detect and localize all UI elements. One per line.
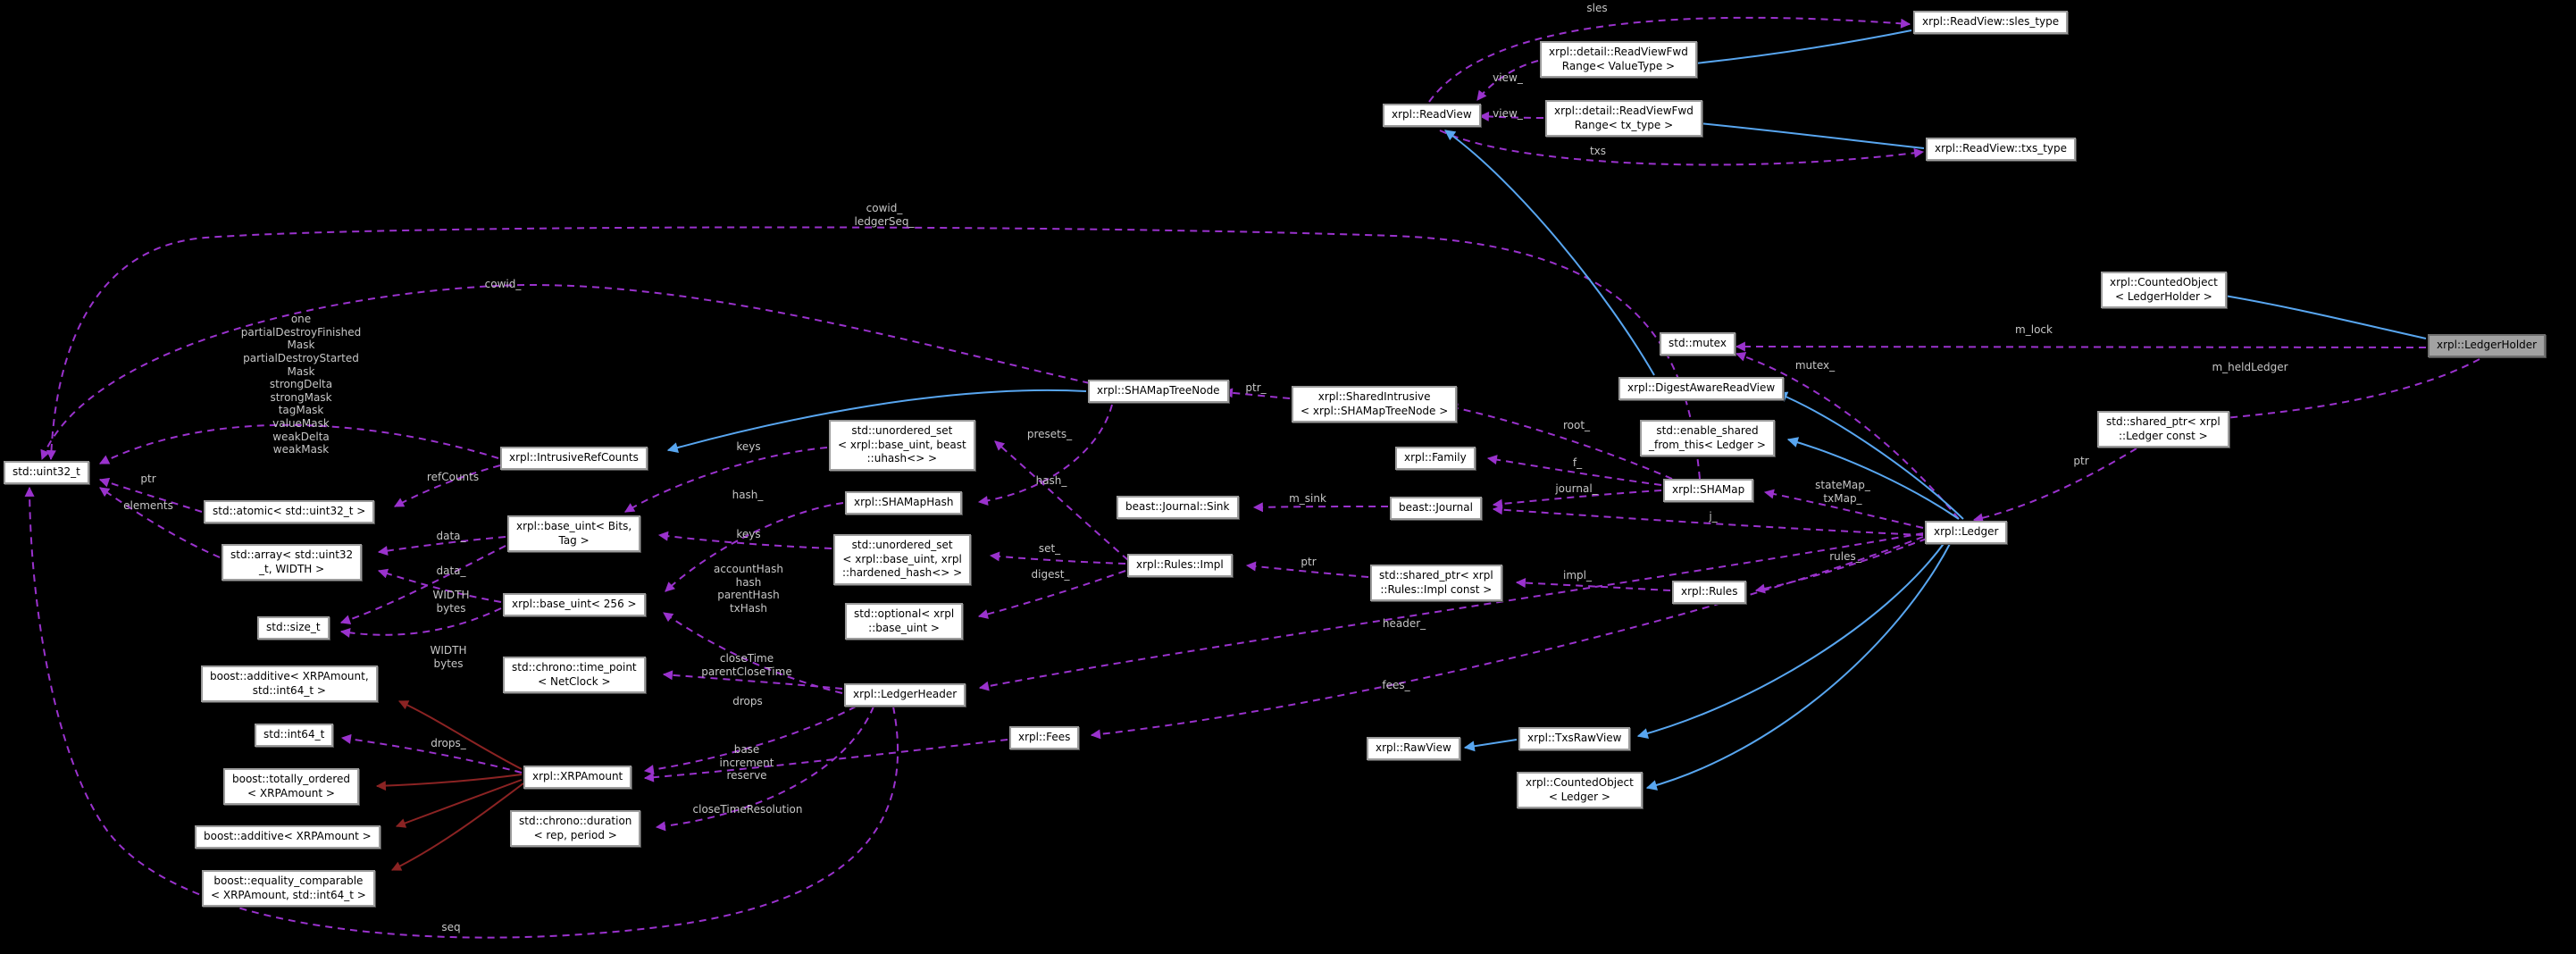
node-std-atomic-uint32[interactable]: std::atomic< std::uint32_t > [204, 500, 375, 523]
edge-label-hash-baseuint: hash_ [732, 489, 764, 501]
node-boost-additive-xrpamount-int64[interactable]: boost::additive< XRPAmount, std::int64_t… [201, 665, 378, 703]
edge-label-j: j_ [1709, 510, 1718, 523]
edge-label-width-bytes-2: WIDTH bytes [430, 644, 467, 670]
node-std-chrono-time-point-netclock[interactable]: std::chrono::time_point < NetClock > [503, 657, 646, 694]
node-std-uint32-t[interactable]: std::uint32_t [4, 461, 89, 484]
node-xrpl-countedobject-ledgerholder[interactable]: xrpl::CountedObject < LedgerHolder > [2101, 272, 2227, 309]
edge-label-sles: sles [1586, 2, 1608, 14]
edge-label-view-tx: view_ [1493, 107, 1523, 120]
edge-label-hash-shamaphash: hash_ [1035, 474, 1067, 487]
edge-label-impl: impl_ [1563, 569, 1592, 582]
edge-label-data-2: data_ [436, 565, 466, 577]
edge-label-statemap-txmap: stateMap_ txMap_ [1815, 479, 1870, 505]
node-xrpl-base-uint-256[interactable]: xrpl::base_uint< 256 > [503, 593, 646, 616]
edge-label-width-bytes-1: WIDTH bytes [432, 589, 470, 615]
node-beast-journal[interactable]: beast::Journal [1390, 497, 1482, 520]
node-xrpl-rules[interactable]: xrpl::Rules [1672, 581, 1747, 604]
node-xrpl-ledger[interactable]: xrpl::Ledger [1925, 521, 2008, 544]
edge-label-refcounts: refCounts [426, 471, 480, 483]
node-xrpl-readview-txs-type[interactable]: xrpl::ReadView::txs_type [1926, 138, 2076, 161]
node-xrpl-ledgerheader[interactable]: xrpl::LedgerHeader [844, 683, 966, 707]
edge-label-data-1: data_ [436, 530, 466, 542]
node-xrpl-txsrawview[interactable]: xrpl::TxsRawView [1518, 727, 1631, 750]
edge-label-ptr-uint32: ptr [140, 473, 156, 485]
node-xrpl-digestawarereadview[interactable]: xrpl::DigestAwareReadView [1618, 377, 1785, 400]
node-std-shared-ptr-ledger-const[interactable]: std::shared_ptr< xrpl ::Ledger const > [2097, 411, 2229, 448]
node-std-int64-t[interactable]: std::int64_t [255, 724, 334, 747]
edge-label-base-increment-reserve: base increment reserve [719, 743, 774, 782]
edge-label-masks: one partialDestroyFinished Mask partialD… [240, 313, 362, 456]
node-xrpl-shamaptreenode[interactable]: xrpl::SHAMapTreeNode [1088, 380, 1229, 403]
edge-label-drops-underscore: drops_ [431, 737, 466, 749]
edge-label-cowid: cowid_ [484, 278, 522, 290]
node-xrpl-xrpamount[interactable]: xrpl::XRPAmount [523, 766, 632, 789]
edge-label-keys-hardened: keys [736, 528, 761, 540]
node-xrpl-detail-readviewfwdrange-tx-type[interactable]: xrpl::detail::ReadViewFwd Range< tx_type… [1545, 100, 1702, 138]
edge-label-m-sink: m_sink [1289, 492, 1326, 505]
node-xrpl-rules-impl[interactable]: xrpl::Rules::Impl [1127, 554, 1233, 577]
node-xrpl-base-uint-bits-tag[interactable]: xrpl::base_uint< Bits, Tag > [507, 515, 641, 553]
edge-label-root: root_ [1562, 419, 1591, 431]
node-std-enable-shared-from-this-ledger[interactable]: std::enable_shared _from_this< Ledger > [1640, 420, 1775, 457]
edge-label-m-heldledger: m_heldLedger [2212, 361, 2288, 373]
edge-label-ptr-treenode: ptr_ [1245, 381, 1267, 394]
node-xrpl-readview[interactable]: xrpl::ReadView [1383, 104, 1481, 127]
node-xrpl-detail-readviewfwdrange-valuetype[interactable]: xrpl::detail::ReadViewFwd Range< ValueTy… [1540, 41, 1697, 79]
edge-label-ptr-ledger: ptr [2073, 455, 2089, 467]
node-std-shared-ptr-rules-impl-const[interactable]: std::shared_ptr< xrpl ::Rules::Impl cons… [1370, 565, 1502, 602]
edge-label-m-lock: m_lock [2015, 323, 2053, 336]
edge-label-fees: fees_ [1382, 679, 1410, 691]
edge-label-rules: rules_ [1829, 550, 1861, 563]
edge-label-drops: drops [732, 695, 763, 707]
edge-label-seq: seq [441, 921, 461, 933]
node-std-unordered-set-uhash[interactable]: std::unordered_set < xrpl::base_uint, be… [829, 420, 975, 471]
node-xrpl-intrusiverefcounts[interactable]: xrpl::IntrusiveRefCounts [500, 447, 648, 470]
node-std-mutex[interactable]: std::mutex [1660, 332, 1735, 356]
node-std-array-uint32-width[interactable]: std::array< std::uint32 _t, WIDTH > [222, 544, 363, 582]
node-boost-equality-comparable[interactable]: boost::equality_comparable < XRPAmount, … [202, 870, 375, 908]
node-std-optional-base-uint[interactable]: std::optional< xrpl ::base_uint > [845, 603, 964, 640]
node-xrpl-rawview[interactable]: xrpl::RawView [1367, 737, 1460, 760]
node-xrpl-readview-sles-type[interactable]: xrpl::ReadView::sles_type [1913, 11, 2069, 34]
edge-label-view-value: view_ [1493, 71, 1523, 84]
edge-label-f: f_ [1572, 456, 1583, 469]
edge-label-presets: presets_ [1026, 428, 1073, 440]
node-std-unordered-set-hardened-hash[interactable]: std::unordered_set < xrpl::base_uint, xr… [833, 534, 972, 585]
edge-label-mutex: mutex_ [1794, 359, 1836, 372]
edge-label-set: set_ [1038, 542, 1061, 555]
node-boost-additive-xrpamount[interactable]: boost::additive< XRPAmount > [195, 825, 381, 849]
edge-label-journal: journal_ [1555, 482, 1598, 495]
edge-label-header-hashes: accountHash hash parentHash txHash [713, 563, 784, 615]
edge-label-cowid-ledgerseq: cowid_ ledgerSeq_ [854, 202, 915, 228]
edge-label-ptr-rules-impl: ptr [1301, 556, 1317, 568]
node-boost-totally-ordered-xrpamount[interactable]: boost::totally_ordered < XRPAmount > [223, 768, 359, 806]
edge-label-txs: txs [1589, 145, 1607, 157]
node-xrpl-fees[interactable]: xrpl::Fees [1009, 726, 1080, 749]
node-xrpl-family[interactable]: xrpl::Family [1395, 447, 1476, 470]
edge-label-digest: digest_ [1031, 568, 1070, 581]
node-xrpl-shamap[interactable]: xrpl::SHAMap [1663, 479, 1754, 502]
edge-label-keys-uhash: keys [736, 440, 761, 453]
node-xrpl-sharedintrusive-shamaptreenode[interactable]: xrpl::SharedIntrusive < xrpl::SHAMapTree… [1292, 386, 1458, 423]
edge-label-closetimeresolution: closeTimeResolution [692, 803, 803, 816]
edge-label-elements: elements [123, 499, 173, 512]
node-xrpl-countedobject-ledger[interactable]: xrpl::CountedObject < Ledger > [1517, 772, 1643, 809]
node-xrpl-ledgerholder: xrpl::LedgerHolder [2428, 334, 2547, 357]
edge-label-header: header_ [1382, 617, 1426, 630]
node-std-chrono-duration-rep-period[interactable]: std::chrono::duration < rep, period > [510, 810, 641, 848]
node-std-size-t[interactable]: std::size_t [257, 616, 330, 640]
node-xrpl-shamaphash[interactable]: xrpl::SHAMapHash [845, 491, 963, 515]
edge-label-closetime: closeTime parentCloseTime [701, 652, 792, 678]
node-beast-journal-sink[interactable]: beast::Journal::Sink [1117, 496, 1239, 519]
